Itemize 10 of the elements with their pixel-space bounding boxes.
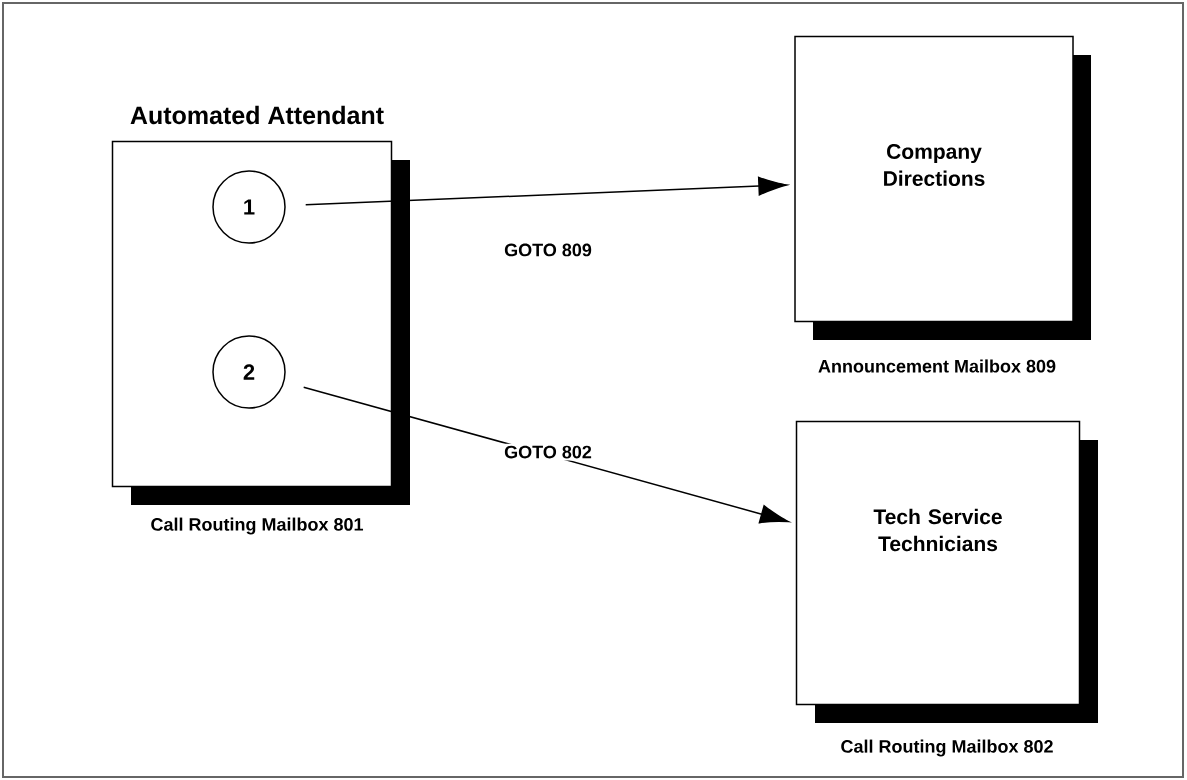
node-label: Announcement Mailbox 809 [818,359,1056,373]
node-label: Call Routing Mailbox 802 [841,739,1053,757]
edge-label: GOTO 809 [502,241,594,259]
edge-label: GOTO 802 [502,443,594,461]
arrow [302,386,790,524]
node-label: Call Routing Mailbox 801 [151,517,364,535]
heading: Automated Attendant [130,105,384,125]
box-text: Tech Service Technicians [873,508,1002,552]
arrow [304,176,788,206]
box-text: Company Directions [884,144,985,186]
